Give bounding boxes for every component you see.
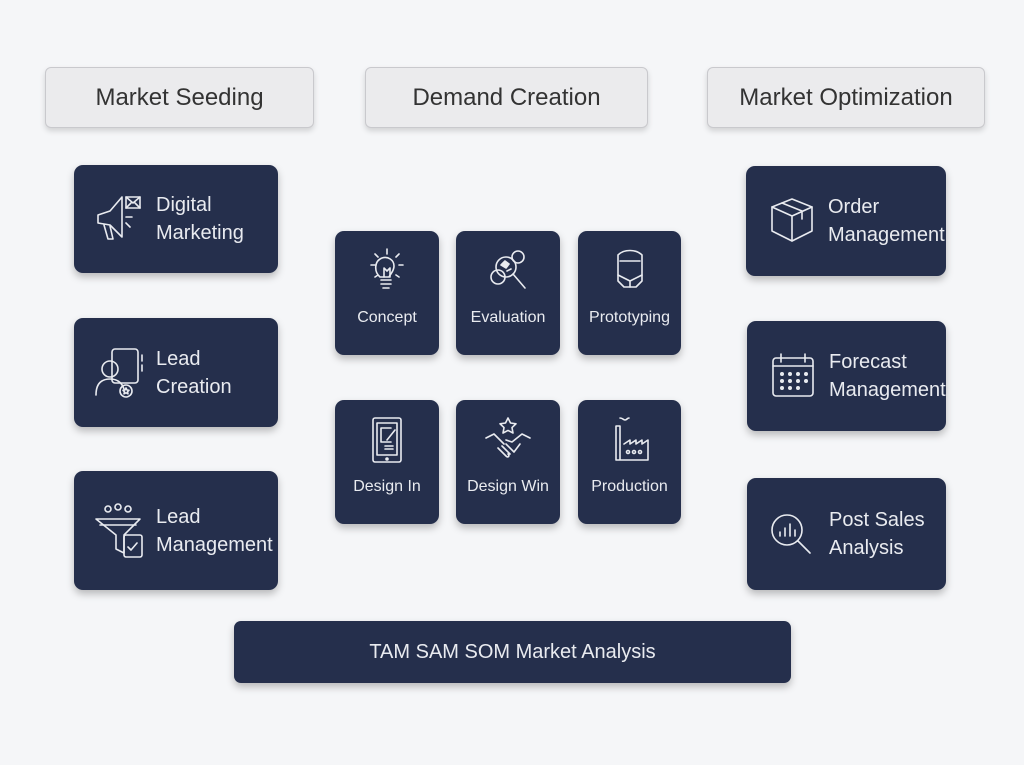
label: Design Win bbox=[467, 478, 549, 495]
gear-magnifier-icon bbox=[490, 250, 526, 289]
header-market-optimization: Market Optimization bbox=[707, 67, 985, 128]
card-production: Production bbox=[578, 400, 681, 524]
card-design-win: Design Win bbox=[456, 400, 560, 524]
label-line-2: Management bbox=[156, 533, 273, 556]
label-line-2: Management bbox=[828, 224, 945, 246]
card-prototyping: Prototyping bbox=[578, 231, 681, 355]
label: Concept bbox=[357, 309, 417, 326]
label: Production bbox=[591, 478, 668, 495]
prototype-shape-icon bbox=[616, 249, 643, 288]
label-line-1: Post Sales bbox=[829, 509, 925, 531]
label-line-1: Lead bbox=[156, 347, 201, 370]
package-box-icon bbox=[771, 198, 813, 242]
header-demand-creation: Demand Creation bbox=[365, 67, 648, 128]
label-line-1: Lead bbox=[156, 505, 201, 528]
label-line-2: Analysis bbox=[829, 537, 904, 559]
calendar-icon bbox=[772, 353, 814, 397]
label-line-2: Creation bbox=[156, 375, 232, 398]
label-line-1: Forecast bbox=[829, 351, 907, 373]
tam-sam-som-bar: TAM SAM SOM Market Analysis bbox=[234, 621, 791, 683]
factory-icon bbox=[614, 417, 649, 461]
label-line-2: Management bbox=[829, 379, 946, 401]
label-line-2: Marketing bbox=[156, 222, 244, 244]
label-line-1: Digital bbox=[156, 194, 212, 216]
megaphone-email-icon bbox=[97, 196, 141, 240]
chart-magnifier-icon bbox=[771, 514, 811, 554]
card-concept: Concept bbox=[335, 231, 439, 355]
label: Design In bbox=[353, 478, 421, 495]
card-design-in: Design In bbox=[335, 400, 439, 524]
contact-card-icon bbox=[95, 347, 143, 398]
handshake-star-icon bbox=[485, 417, 531, 458]
label: Evaluation bbox=[470, 309, 546, 326]
label-line-1: Order bbox=[828, 196, 880, 218]
label: Prototyping bbox=[589, 309, 670, 326]
lightbulb-icon bbox=[370, 248, 404, 289]
header-market-seeding: Market Seeding bbox=[45, 67, 314, 128]
tablet-design-icon bbox=[372, 417, 402, 463]
card-evaluation: Evaluation bbox=[456, 231, 560, 355]
funnel-checklist-icon bbox=[95, 502, 143, 558]
